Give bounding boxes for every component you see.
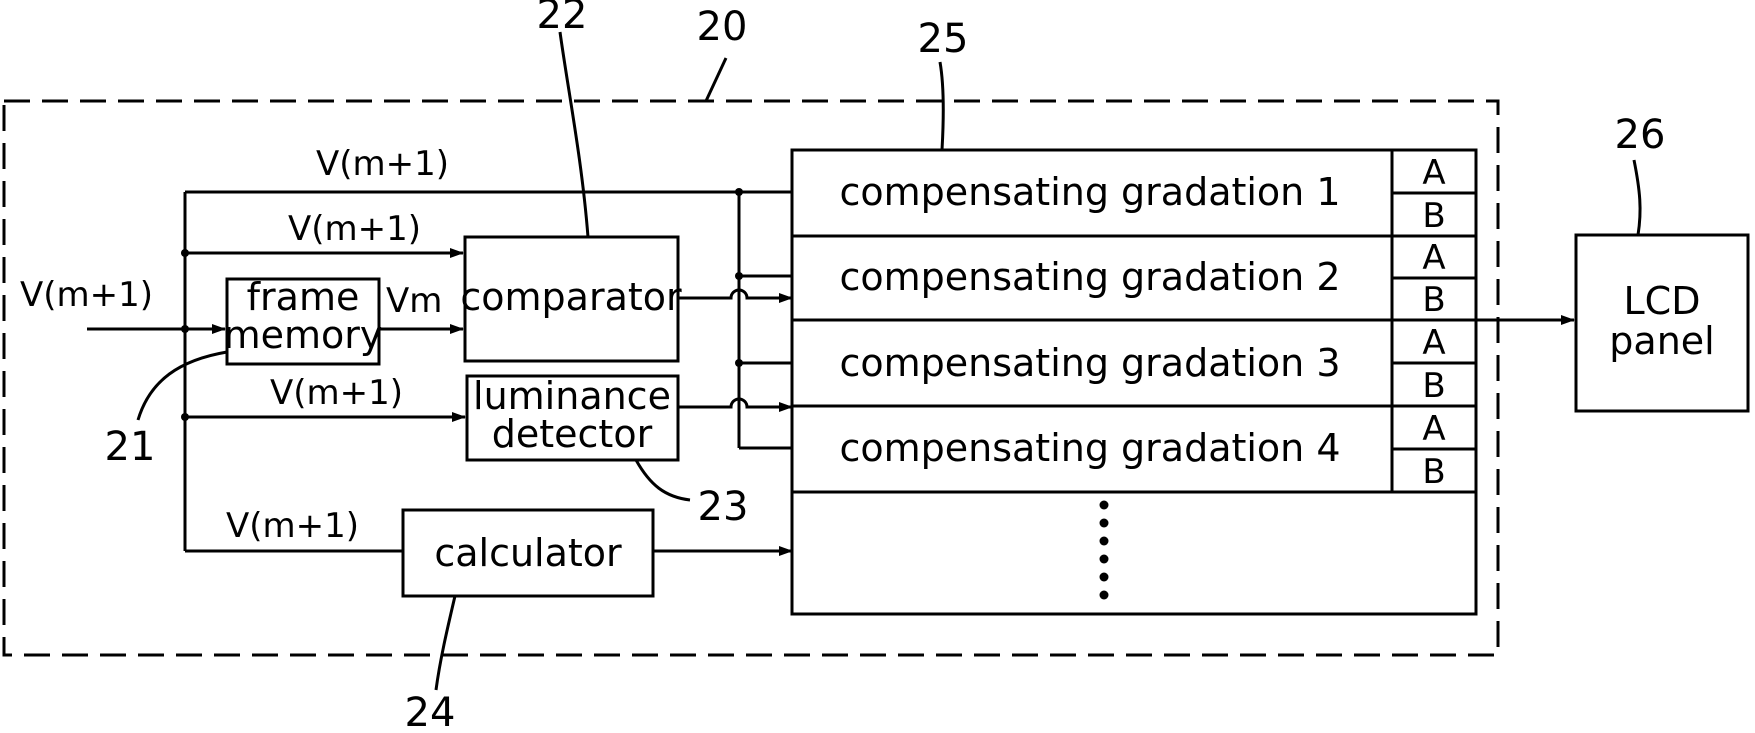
row3-b-cell: B (1422, 366, 1445, 406)
junction-dot (735, 188, 743, 196)
table-row-label: compensating gradation 4 (839, 426, 1340, 470)
row4-b-cell: B (1422, 452, 1445, 492)
leader-21 (138, 352, 227, 420)
comparator-in-signal-label: V(m+1) (288, 209, 421, 249)
table-row-label: compensating gradation 3 (839, 341, 1340, 385)
comparator-label: comparator (460, 275, 682, 319)
row2-b-cell: B (1422, 280, 1445, 320)
row2-a-cell: A (1422, 238, 1445, 278)
leader-26 (1634, 160, 1640, 235)
frame-memory-label-line2: memory (224, 313, 383, 357)
ref-24: 24 (405, 690, 456, 733)
ref-20: 20 (697, 4, 748, 50)
ref-22: 22 (537, 0, 588, 38)
calculator-in-signal-label: V(m+1) (226, 506, 359, 546)
ref-23: 23 (698, 484, 749, 530)
junction-dot (181, 325, 189, 333)
leader-24 (436, 596, 455, 690)
luminance-in-signal-label: V(m+1) (270, 373, 403, 413)
row3-a-cell: A (1422, 323, 1445, 363)
table-row-label: compensating gradation 2 (839, 255, 1340, 299)
row4-a-cell: A (1422, 409, 1445, 449)
leader-20 (706, 58, 726, 101)
row1-b-cell: B (1422, 196, 1445, 236)
ref-25: 25 (918, 16, 969, 62)
row1-a-cell: A (1422, 153, 1445, 193)
calculator-label: calculator (434, 531, 622, 575)
vm-signal-label: Vm (386, 281, 442, 321)
comparator-output-line (678, 290, 792, 298)
table-row-label: compensating gradation 1 (839, 170, 1340, 214)
top-signal-label: V(m+1) (316, 144, 449, 184)
leader-25 (940, 62, 943, 150)
luminance-output-line (678, 399, 792, 407)
lcd-panel-label-line2: panel (1609, 319, 1714, 363)
luminance-detector-label-line2: detector (492, 412, 653, 456)
ref-21: 21 (105, 424, 156, 470)
input-signal-label: V(m+1) (20, 275, 153, 315)
leader-22 (560, 32, 588, 237)
leader-23 (636, 460, 690, 500)
lcd-panel-label-line1: LCD (1624, 279, 1701, 323)
ref-26: 26 (1615, 112, 1666, 158)
